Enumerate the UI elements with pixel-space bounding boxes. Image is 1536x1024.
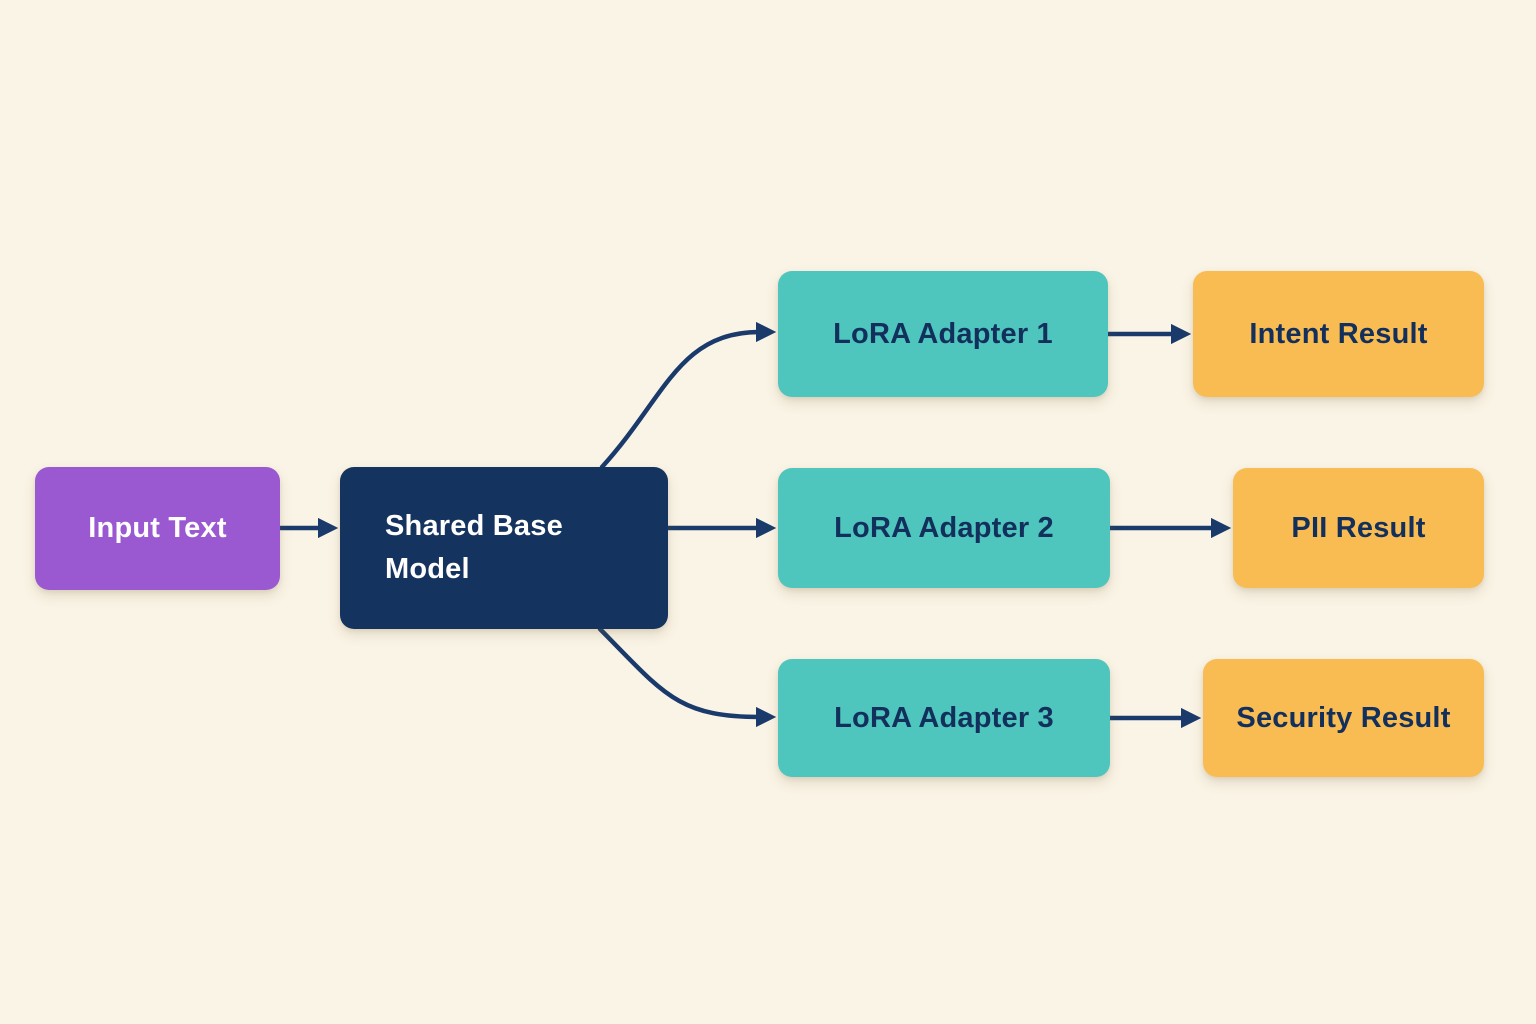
node-lora-adapter-1: LoRA Adapter 1 <box>778 271 1108 397</box>
node-intent-result-label: Intent Result <box>1249 317 1428 350</box>
edge-shared-base-model-to-lora-adapter-1 <box>599 321 777 470</box>
node-security-result: Security Result <box>1203 659 1484 777</box>
node-shared-base-model: Shared Base Model <box>340 467 668 629</box>
node-input-text: Input Text <box>35 467 280 590</box>
node-lora-adapter-1-label: LoRA Adapter 1 <box>833 317 1053 350</box>
edge-shared-base-model-to-lora-adapter-3 <box>597 626 777 728</box>
node-lora-adapter-2-label: LoRA Adapter 2 <box>834 511 1054 544</box>
node-lora-adapter-3-label: LoRA Adapter 3 <box>834 701 1054 734</box>
node-intent-result: Intent Result <box>1193 271 1484 397</box>
node-lora-adapter-3: LoRA Adapter 3 <box>778 659 1110 777</box>
node-input-text-label: Input Text <box>88 512 227 544</box>
node-pii-result: PII Result <box>1233 468 1484 588</box>
node-lora-adapter-2: LoRA Adapter 2 <box>778 468 1110 588</box>
node-shared-base-model-label: Shared Base Model <box>385 509 563 586</box>
node-security-result-label: Security Result <box>1236 701 1451 734</box>
node-pii-result-label: PII Result <box>1291 511 1426 544</box>
